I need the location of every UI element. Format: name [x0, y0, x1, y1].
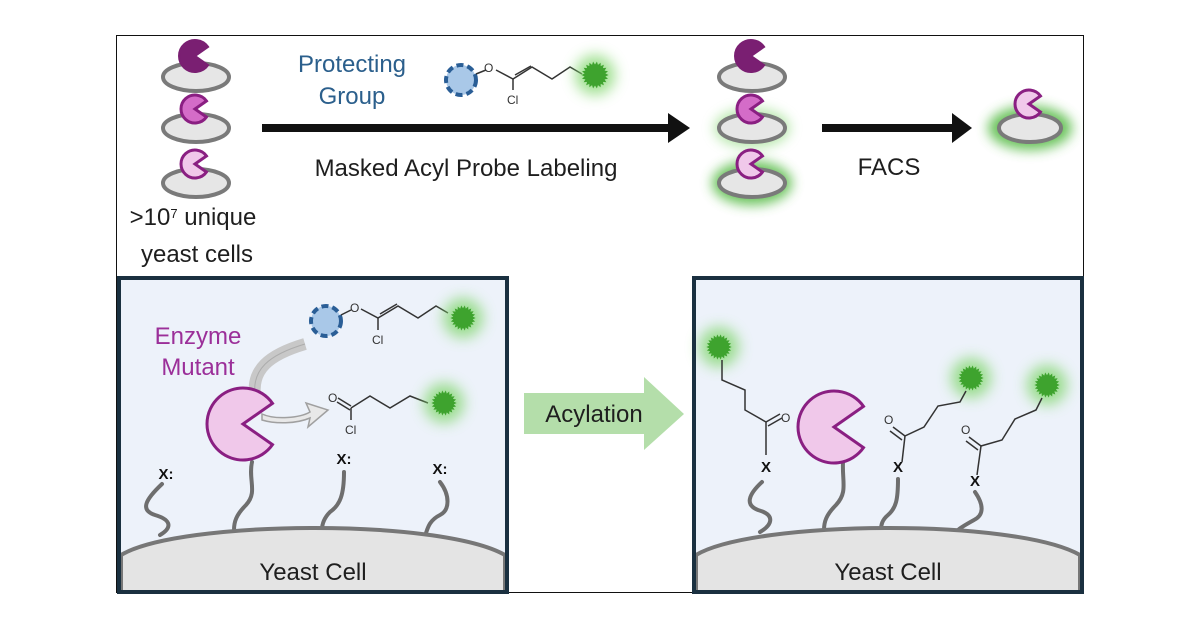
- enzyme-mutant-icon: [205, 386, 275, 462]
- nucleophile-x-label: X: [761, 459, 771, 476]
- acylation-label: Acylation: [545, 401, 642, 428]
- yeast-cell-label: Yeast Cell: [834, 559, 941, 586]
- library-label-line2: yeast cells: [141, 241, 253, 268]
- library-label-line1: >107 unique: [130, 204, 257, 231]
- enzyme-label-line2: Mutant: [161, 354, 235, 381]
- protecting-group-label-line1: Protecting: [298, 51, 406, 78]
- enzyme-label-line1: Enzyme: [155, 323, 242, 350]
- enzyme-light-icon: [179, 148, 209, 180]
- surface-stalks-left: [144, 460, 450, 537]
- oxygen-atom: O: [781, 411, 790, 425]
- oxygen-atom: O: [350, 301, 359, 315]
- acylated-chain-2: O: [884, 358, 991, 463]
- nucleophile-x-label: X: [893, 459, 903, 476]
- masked-probe-molecule: O Cl: [444, 55, 615, 107]
- sorted-yeast-cell: [988, 106, 1072, 150]
- protecting-group-icon: [309, 304, 343, 338]
- enzyme-dark-icon: [734, 39, 766, 73]
- enzyme-light-icon: [735, 148, 765, 180]
- product-release-arrow: [261, 401, 330, 430]
- surface-stalks-right: [747, 460, 984, 534]
- enzyme-light-icon: [1013, 88, 1043, 120]
- protecting-group-icon: [444, 63, 478, 97]
- step1-label: Masked Acyl Probe Labeling: [315, 155, 618, 182]
- yeast-cell-surface: [119, 526, 507, 594]
- step2-arrow-icon: [822, 113, 972, 143]
- chlorine-atom: Cl: [372, 333, 383, 347]
- protecting-group-label-line2: Group: [319, 83, 386, 110]
- chlorine-atom: Cl: [345, 423, 356, 437]
- nucleophile-x-label: X:: [159, 466, 174, 483]
- oxygen-atom: O: [961, 423, 970, 437]
- masked-probe-molecule-bottom: O Cl: [309, 298, 483, 347]
- step2-label: FACS: [858, 154, 921, 181]
- yeast-cell-surface: [694, 526, 1082, 594]
- oxygen-atom: O: [328, 391, 337, 405]
- labeled-yeast-stack: [712, 61, 792, 205]
- nucleophile-x-label: X:: [433, 461, 448, 478]
- yeast-cell-label: Yeast Cell: [259, 559, 366, 586]
- enzyme-dark-icon: [178, 39, 210, 73]
- oxygen-atom: O: [484, 61, 493, 75]
- oxygen-atom: O: [884, 413, 893, 427]
- enzyme-medium-icon: [179, 93, 209, 125]
- enzyme-medium-icon: [735, 93, 765, 125]
- acylation-arrow-icon: [524, 377, 684, 450]
- step1-arrow-icon: [262, 113, 690, 143]
- chlorine-atom: Cl: [507, 93, 518, 107]
- acyl-chloride-molecule: O Cl: [328, 383, 464, 437]
- nucleophile-x-label: X:: [337, 451, 352, 468]
- acylated-chain-1: O: [699, 327, 790, 455]
- nucleophile-x-label: X: [970, 473, 980, 490]
- acylated-chain-3: O: [961, 365, 1067, 476]
- enzyme-mutant-icon: [796, 389, 866, 465]
